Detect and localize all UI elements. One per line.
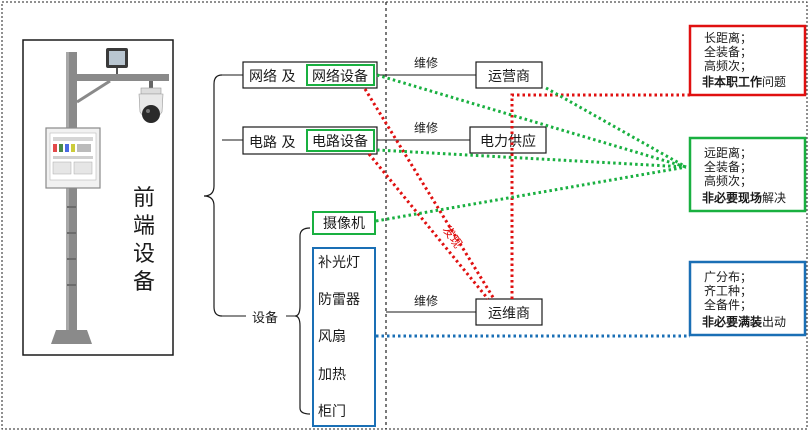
note-line: 全备件； (704, 297, 752, 312)
green-link-camera (375, 165, 687, 223)
operator-box (475, 61, 543, 89)
pole-illustration-icon (45, 48, 169, 344)
note-line: 广分布； (704, 270, 752, 284)
power-device-label: 电路设备 (312, 133, 368, 150)
maintainer-box (475, 298, 543, 326)
note-bold: 非必要满装 (702, 314, 762, 329)
equipment-item: 柜门 (318, 404, 346, 420)
power-supply-box (469, 126, 547, 154)
note-green: 远距离； 全装备； 高频次； 非必要现场解决 (688, 136, 807, 213)
note-conclusion: 非必要满装出动 (702, 314, 786, 329)
note-tail: 解决 (762, 191, 786, 205)
note-tail: 问题 (762, 75, 786, 89)
power-device-highlight (306, 129, 375, 152)
operator-label: 运营商 (488, 69, 530, 85)
camera-label: 摄像机 (323, 216, 365, 232)
equipment-box (312, 247, 376, 427)
power-category: 电路 及 电路设备 (242, 126, 378, 155)
note-line: 高频次； (704, 173, 752, 188)
main-brace (203, 74, 223, 317)
note-line: 全装备； (704, 159, 752, 174)
repair-label: 维修 (414, 55, 438, 70)
red-link-to-note (510, 93, 690, 299)
front-end-title-char: 备 (133, 270, 155, 295)
camera-box (312, 211, 376, 235)
note-conclusion: 非本职工作问题 (702, 74, 786, 89)
equipment-item: 补光灯 (318, 255, 360, 271)
front-end-panel: 前 端 设 备 (22, 39, 174, 356)
network-device-highlight (306, 64, 375, 86)
maintainer-label: 运维商 (488, 306, 530, 322)
green-dotted-links (375, 73, 687, 223)
note-tail: 出动 (762, 315, 786, 329)
note-line: 远距离； (704, 145, 752, 160)
equipment-item: 加热 (318, 367, 346, 383)
equipment-item: 风扇 (318, 329, 346, 345)
note-line: 齐工种； (704, 283, 752, 298)
note-red: 长距离； 全装备； 高频次； 非本职工作问题 (688, 24, 807, 97)
repair-label: 维修 (414, 293, 438, 308)
front-end-title-char: 端 (133, 214, 155, 239)
red-link-power (367, 153, 490, 300)
front-end-title-char: 设 (133, 242, 155, 267)
note-conclusion: 非必要现场解决 (702, 190, 786, 205)
note-line: 长距离； (704, 30, 752, 45)
note-red-box (688, 24, 807, 97)
note-green-box (688, 136, 807, 213)
red-dotted-links (363, 88, 690, 300)
power-supply-label: 电力供应 (480, 133, 536, 150)
network-device-label: 网络设备 (312, 68, 368, 85)
device-label: 设备 (252, 310, 278, 326)
network-prefix: 网络 及 (249, 69, 295, 85)
sub-brace (294, 227, 311, 415)
note-line: 全装备； (704, 44, 752, 59)
green-link-network (376, 73, 687, 169)
discover-label: 发现 (440, 222, 466, 250)
red-link-network (363, 88, 496, 300)
camera-item: 摄像机 (312, 211, 376, 235)
network-category: 网络 及 网络设备 (242, 61, 378, 89)
equipment-list: 补光灯 防雷器 风扇 加热 柜门 (312, 247, 376, 427)
note-bold: 非本职工作 (702, 74, 762, 89)
note-line: 高频次； (704, 58, 752, 73)
green-link-power (376, 148, 687, 169)
green-link-operator (545, 86, 687, 169)
note-blue-box (688, 260, 807, 337)
power-prefix: 电路 及 (249, 135, 295, 151)
note-bold: 非必要现场 (702, 190, 762, 205)
equipment-item: 防雷器 (318, 292, 360, 308)
note-blue: 广分布； 齐工种； 全备件； 非必要满装出动 (688, 260, 807, 337)
repair-label: 维修 (414, 120, 438, 135)
front-end-title-char: 前 (133, 186, 155, 211)
